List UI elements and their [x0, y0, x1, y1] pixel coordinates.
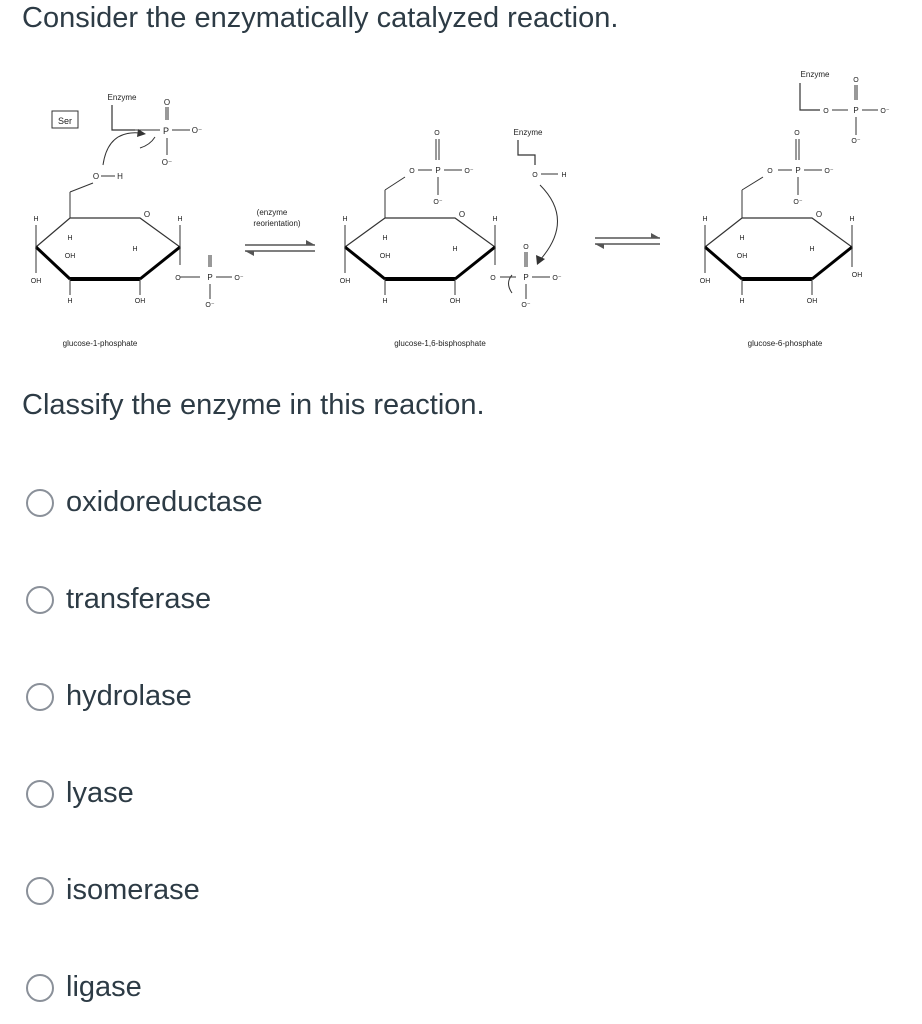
option-oxidoreductase[interactable]: oxidoreductase [26, 486, 263, 519]
atom-p-1: P [163, 126, 169, 136]
atom-h: H [492, 216, 497, 223]
atom-o-minus: O⁻ [552, 275, 561, 282]
atom-h: H [561, 172, 566, 179]
radio-button[interactable] [26, 585, 54, 614]
atom-oh: OH [380, 253, 391, 260]
option-transferase[interactable]: transferase [26, 583, 211, 616]
glucose-6-phosphate-structure: Enzyme O P O O⁻ O⁻ O P O O⁻ O⁻ [700, 70, 890, 348]
atom-o-minus: O⁻ [851, 138, 860, 145]
atom-o-minus: O⁻ [162, 158, 172, 167]
reaction-figure: Ser Enzyme P O O⁻ O⁻ O H [0, 55, 922, 370]
atom-oh: OH [450, 298, 461, 305]
atom-o-minus: O⁻ [880, 108, 889, 115]
atom-o: O [409, 168, 415, 175]
atom-o: O [853, 77, 859, 84]
option-label: hydrolase [66, 680, 192, 712]
atom-o: O [93, 172, 99, 181]
atom-h: H [342, 216, 347, 223]
atom-o: O [523, 244, 529, 251]
atom-h: H [382, 235, 387, 242]
option-label: oxidoreductase [66, 486, 263, 518]
option-label: isomerase [66, 874, 200, 906]
atom-h: H [739, 298, 744, 305]
atom-p: P [795, 166, 800, 175]
atom-oh: OH [135, 298, 146, 305]
atom-oh: OH [340, 278, 351, 285]
option-label: transferase [66, 583, 212, 615]
reaction-diagram: Ser Enzyme P O O⁻ O⁻ O H [31, 70, 890, 348]
atom-p: P [207, 273, 212, 282]
atom-h: H [809, 246, 814, 253]
atom-o-minus: O⁻ [192, 126, 202, 135]
atom-o-minus: O⁻ [793, 199, 802, 206]
atom-oh: OH [700, 278, 711, 285]
atom-oh: OH [65, 253, 76, 260]
atom-ring-o: O [144, 210, 150, 219]
atom-h: H [67, 298, 72, 305]
option-label: ligase [66, 971, 142, 1003]
option-lyase[interactable]: lyase [26, 777, 134, 810]
option-isomerase[interactable]: isomerase [26, 874, 200, 907]
atom-o-minus: O⁻ [824, 168, 833, 175]
step-label-line2: reorientation) [253, 219, 300, 228]
atom-oh: OH [31, 278, 42, 285]
ser-residue-label: Ser [58, 116, 72, 126]
atom-h: H [117, 172, 123, 181]
atom-o: O [175, 275, 181, 282]
atom-h: H [849, 216, 854, 223]
question-intro: Consider the enzymatically catalyzed rea… [22, 2, 619, 34]
atom-oh: OH [737, 253, 748, 260]
compound-name-glucose-1-6-bisphosphate: glucose-1,6-bisphosphate [394, 339, 486, 348]
atom-o: O [490, 275, 496, 282]
atom-h: H [33, 216, 38, 223]
compound-name-glucose-6-phosphate: glucose-6-phosphate [748, 339, 823, 348]
atom-p: P [523, 273, 528, 282]
atom-o: O [164, 98, 170, 107]
glucose-1-phosphate-structure: Ser Enzyme P O O⁻ O⁻ O H [31, 93, 244, 348]
enzyme-label-3: Enzyme [801, 70, 830, 79]
atom-o-minus: O⁻ [433, 199, 442, 206]
atom-o-minus: O⁻ [521, 302, 530, 309]
atom-o-minus: O⁻ [464, 168, 473, 175]
atom-o: O [823, 108, 829, 115]
compound-name-glucose-1-phosphate: glucose-1-phosphate [63, 339, 138, 348]
radio-button[interactable] [26, 973, 54, 1002]
atom-h: H [452, 246, 457, 253]
atom-h: H [132, 246, 137, 253]
atom-h: H [177, 216, 182, 223]
atom-oh: OH [807, 298, 818, 305]
equilibrium-arrow-2 [595, 233, 660, 249]
atom-h: H [67, 235, 72, 242]
option-hydrolase[interactable]: hydrolase [26, 680, 192, 713]
question-text: Classify the enzyme in this reaction. [22, 389, 485, 421]
atom-h: H [739, 235, 744, 242]
radio-button[interactable] [26, 779, 54, 808]
atom-o-minus: O⁻ [234, 275, 243, 282]
atom-h: H [702, 216, 707, 223]
atom-ring-o: O [459, 210, 465, 219]
atom-o: O [532, 172, 538, 179]
enzyme-label-1: Enzyme [108, 93, 137, 102]
glucose-1-6-bisphosphate-structure: O P O O⁻ O⁻ O H OH H OH H [340, 128, 567, 348]
enzyme-label-2: Enzyme [514, 128, 543, 137]
atom-o-minus: O⁻ [205, 302, 214, 309]
step-label-line1: (enzyme [257, 208, 288, 217]
atom-ring-o: O [816, 210, 822, 219]
option-ligase[interactable]: ligase [26, 971, 142, 1004]
atom-oh: OH [852, 272, 863, 279]
ser-residue-box [51, 110, 79, 129]
atom-o: O [434, 130, 440, 137]
atom-h: H [382, 298, 387, 305]
radio-button[interactable] [26, 876, 54, 905]
radio-button[interactable] [26, 488, 54, 517]
atom-p: P [853, 106, 858, 115]
equilibrium-arrow-1: (enzyme reorientation) [245, 208, 315, 256]
option-label: lyase [66, 777, 134, 809]
radio-button[interactable] [26, 682, 54, 711]
atom-o: O [767, 168, 773, 175]
atom-o: O [794, 130, 800, 137]
atom-p: P [435, 166, 440, 175]
